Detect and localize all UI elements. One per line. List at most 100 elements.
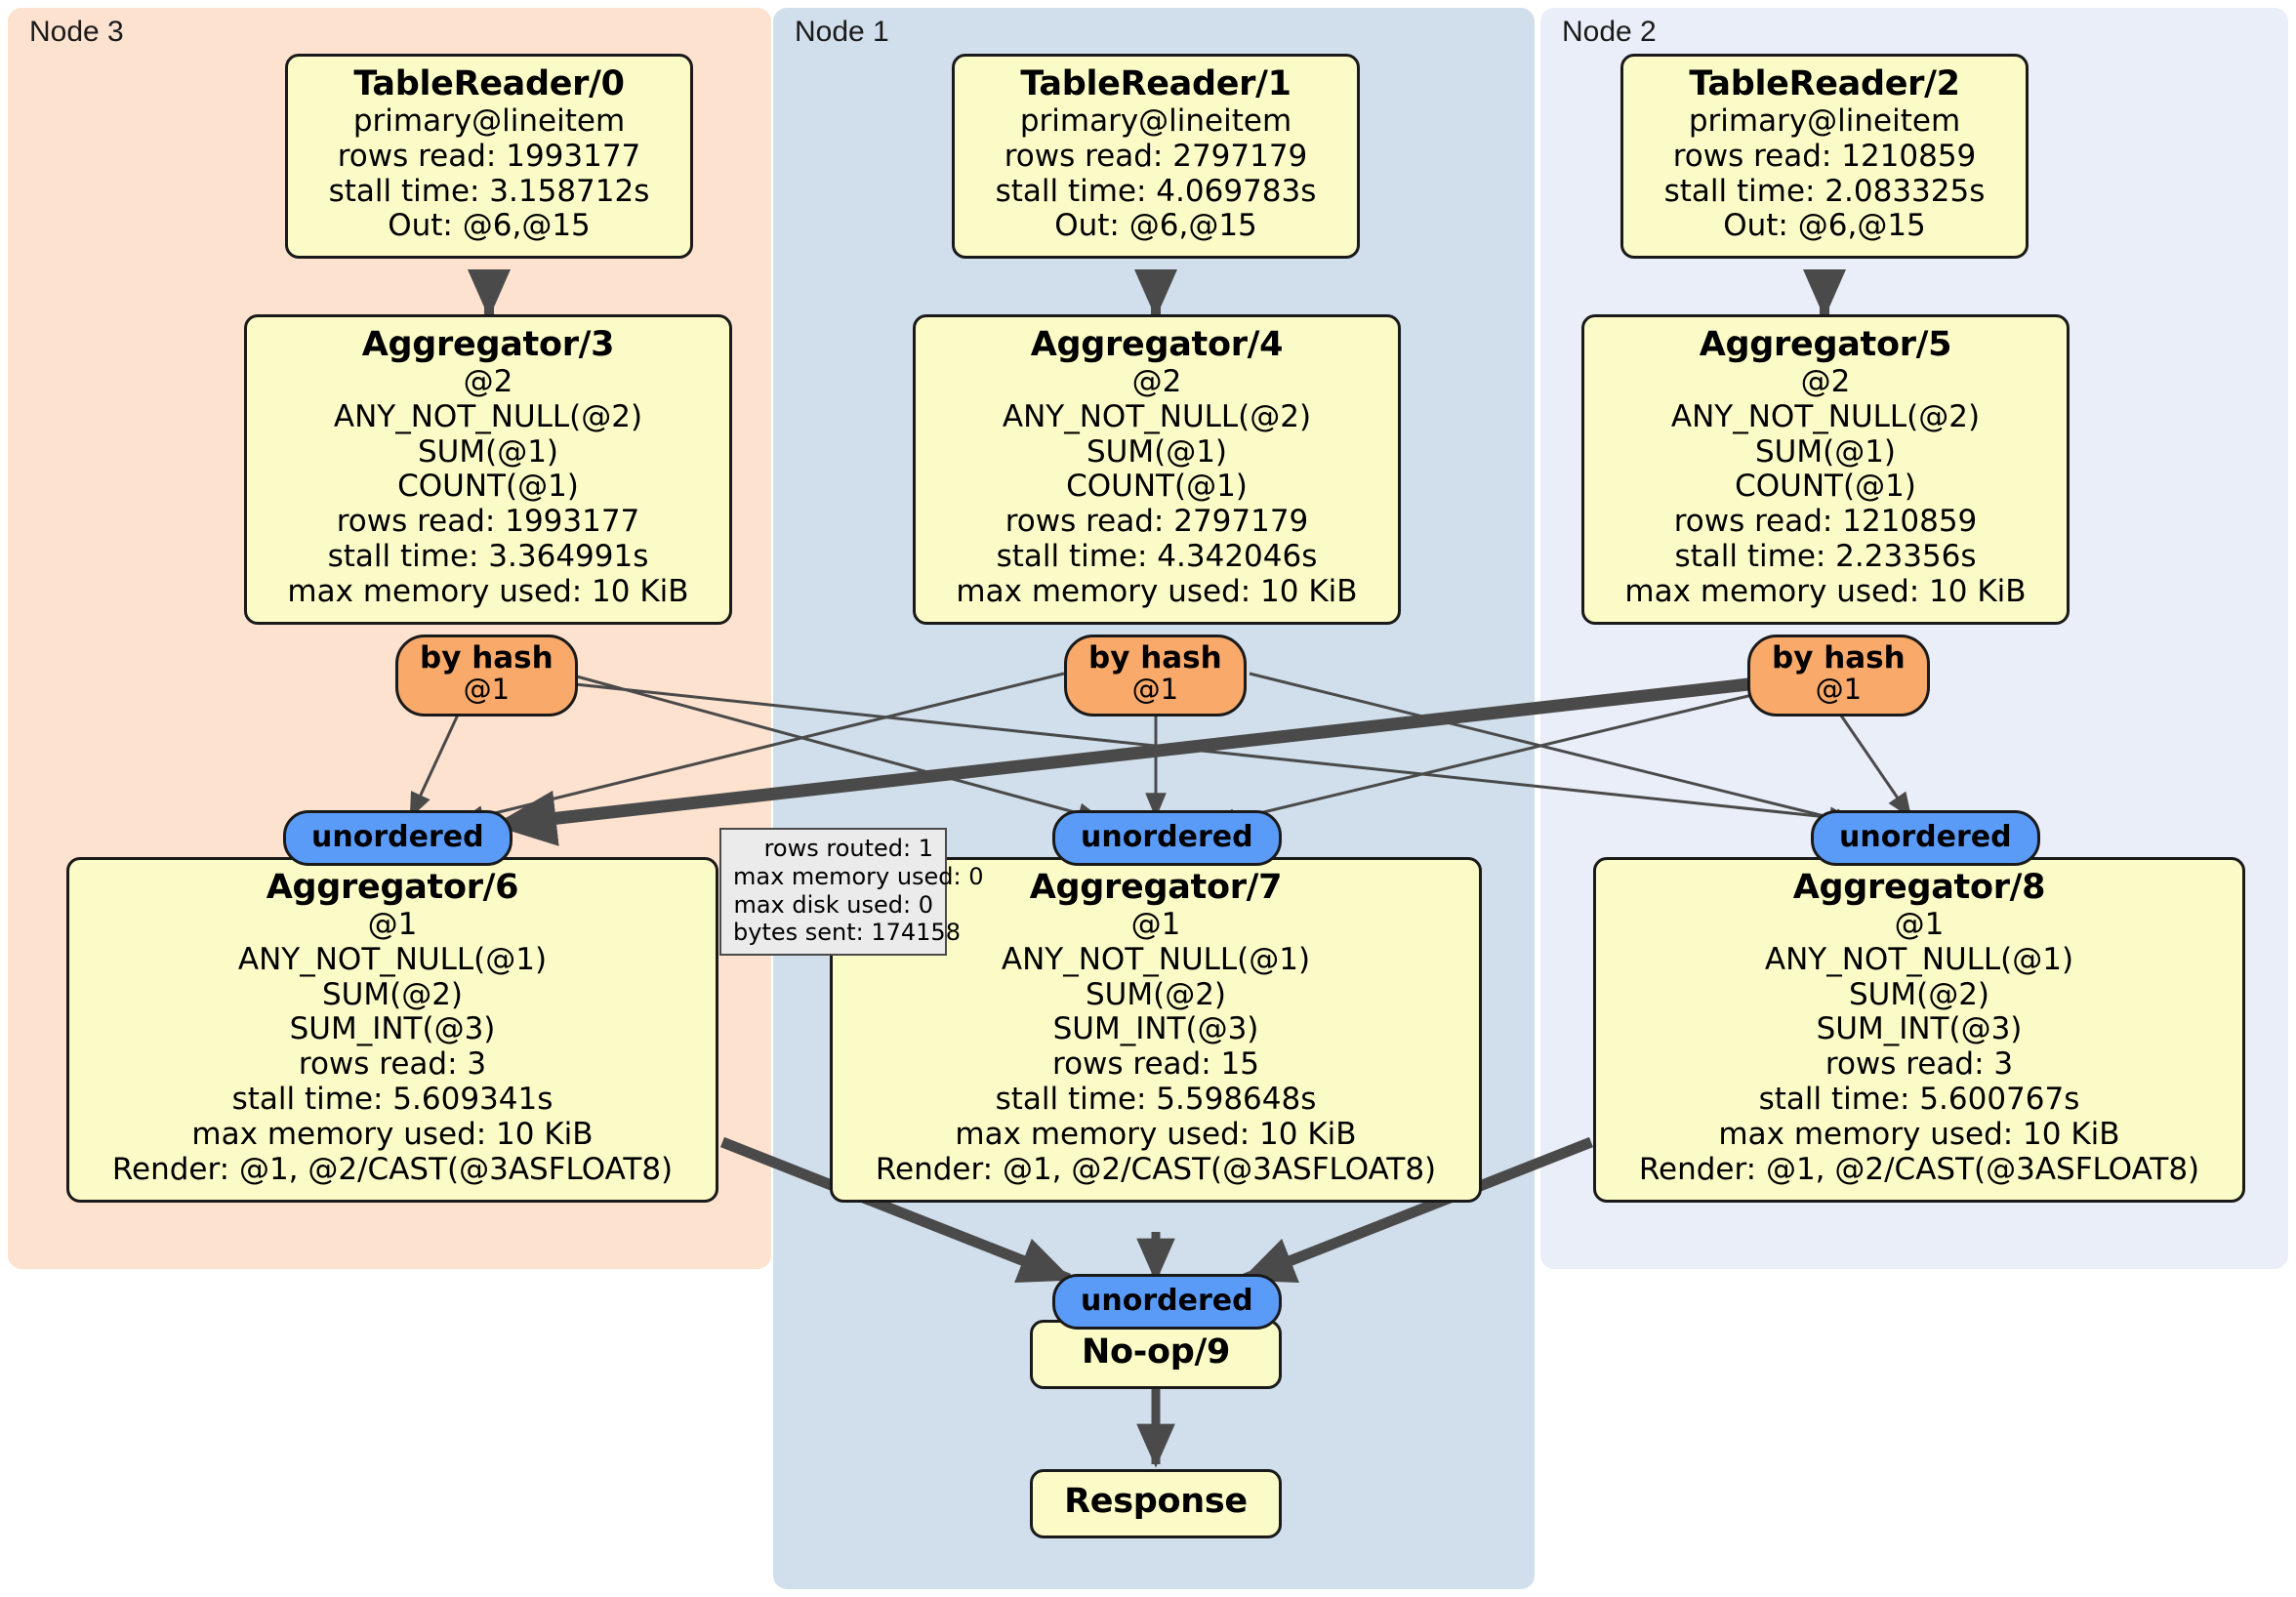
operator-group-col: @2 <box>463 363 513 399</box>
operator-stall-time: stall time: 4.342046s <box>996 539 1318 575</box>
operator-func-3: COUNT(@1) <box>1066 469 1248 505</box>
operator-title: No-op/9 <box>1082 1332 1230 1372</box>
operator-stall-time: stall time: 3.364991s <box>327 539 649 575</box>
operator-stall-time: stall time: 5.609341s <box>231 1082 554 1118</box>
operator-title: TableReader/0 <box>353 64 625 103</box>
hash-router-title: by hash <box>1088 640 1222 676</box>
operator-func-2: SUM(@1) <box>1754 433 1897 470</box>
stream-stats-tooltip: rows routed: 1 max memory used: 0 max di… <box>719 828 984 957</box>
operator-stall-time: stall time: 4.069783s <box>995 173 1317 209</box>
operator-render: Render: @1, @2/CAST(@3ASFLOAT8) <box>111 1152 674 1188</box>
operator-func-2: SUM(@2) <box>1848 976 1990 1012</box>
operator-max-memory: max memory used: 10 KiB <box>956 574 1358 610</box>
operator-rows-read: rows read: 2797179 <box>1004 138 1308 174</box>
operator-group-col: @2 <box>1131 363 1182 399</box>
hash-router-column: @1 <box>1131 673 1179 707</box>
stats-bytes-sent: bytes sent: 174158 <box>733 919 961 947</box>
operator-func-3: SUM_INT(@3) <box>1816 1011 2023 1047</box>
operator-func-1: ANY_NOT_NULL(@2) <box>1670 398 1981 434</box>
operator-stall-time: stall time: 5.600767s <box>1758 1082 2080 1118</box>
unordered-pill-node2[interactable]: unordered <box>1811 810 2040 866</box>
operator-func-1: ANY_NOT_NULL(@1) <box>1001 941 1311 977</box>
operator-aggregator-8[interactable]: Aggregator/8 @1 ANY_NOT_NULL(@1) SUM(@2)… <box>1593 857 2245 1204</box>
operator-title: Aggregator/8 <box>1792 868 2046 907</box>
operator-title: Aggregator/6 <box>266 868 519 907</box>
hash-router-node3[interactable]: by hash @1 <box>395 635 578 717</box>
operator-title: Aggregator/3 <box>361 325 615 364</box>
operator-stall-time: stall time: 2.083325s <box>1663 173 1986 209</box>
operator-tablereader-0[interactable]: TableReader/0 primary@lineitem rows read… <box>285 54 693 260</box>
operator-render: Render: @1, @2/CAST(@3ASFLOAT8) <box>1638 1152 2200 1188</box>
operator-max-memory: max memory used: 10 KiB <box>1624 574 2027 610</box>
operator-stall-time: stall time: 2.23356s <box>1674 539 1977 575</box>
operator-title: Aggregator/4 <box>1030 325 1284 364</box>
operator-group-col: @1 <box>367 906 418 942</box>
operator-func-1: ANY_NOT_NULL(@2) <box>1002 398 1312 434</box>
operator-rows-read: rows read: 3 <box>1824 1046 2014 1083</box>
operator-max-memory: max memory used: 10 KiB <box>955 1117 1357 1153</box>
hash-router-column: @1 <box>1815 673 1863 707</box>
operator-func-3: SUM_INT(@3) <box>1052 1011 1259 1047</box>
operator-rows-read: rows read: 1993177 <box>337 138 641 174</box>
unordered-pill-node3[interactable]: unordered <box>283 810 512 866</box>
operator-func-3: SUM_INT(@3) <box>289 1011 496 1047</box>
operator-func-3: COUNT(@1) <box>1735 469 1916 505</box>
operator-func-2: SUM(@1) <box>1086 433 1228 470</box>
operator-group-col: @2 <box>1800 363 1851 399</box>
stats-max-memory-used: max memory used: 0 <box>733 862 984 890</box>
operator-title: TableReader/2 <box>1689 64 1960 103</box>
operator-rows-read: rows read: 2797179 <box>1004 504 1309 540</box>
operator-title: Response <box>1064 1482 1248 1521</box>
unordered-pill-final[interactable]: unordered <box>1052 1274 1282 1330</box>
stats-rows-routed: rows routed: 1 <box>763 835 933 862</box>
operator-group-col: @1 <box>1130 906 1181 942</box>
unordered-pill-node1[interactable]: unordered <box>1052 810 1282 866</box>
operator-aggregator-6[interactable]: Aggregator/6 @1 ANY_NOT_NULL(@1) SUM(@2)… <box>66 857 718 1204</box>
hash-router-title: by hash <box>420 640 554 676</box>
operator-render: Render: @1, @2/CAST(@3ASFLOAT8) <box>875 1152 1437 1188</box>
hash-router-title: by hash <box>1772 640 1906 676</box>
operator-out: Out: @6,@15 <box>1723 208 1926 244</box>
stats-max-disk-used: max disk used: 0 <box>733 890 933 919</box>
operator-func-3: COUNT(@1) <box>397 469 579 505</box>
operator-aggregator-5[interactable]: Aggregator/5 @2 ANY_NOT_NULL(@2) SUM(@1)… <box>1581 314 2070 626</box>
operator-tablereader-2[interactable]: TableReader/2 primary@lineitem rows read… <box>1620 54 2029 260</box>
hash-router-node2[interactable]: by hash @1 <box>1747 635 1930 717</box>
operator-func-1: ANY_NOT_NULL(@1) <box>1764 941 2074 977</box>
node-panel-label-node2: Node 2 <box>1562 16 1657 48</box>
operator-rows-read: rows read: 1210859 <box>1672 138 1977 174</box>
operator-stall-time: stall time: 3.158712s <box>328 173 650 209</box>
operator-source: primary@lineitem <box>1019 102 1292 139</box>
operator-func-2: SUM(@1) <box>417 433 559 470</box>
operator-tablereader-1[interactable]: TableReader/1 primary@lineitem rows read… <box>952 54 1360 260</box>
operator-max-memory: max memory used: 10 KiB <box>287 574 689 610</box>
operator-rows-read: rows read: 15 <box>1052 1046 1259 1083</box>
operator-stall-time: stall time: 5.598648s <box>995 1082 1317 1118</box>
node-panel-label-node1: Node 1 <box>795 16 889 48</box>
operator-rows-read: rows read: 1993177 <box>336 504 640 540</box>
operator-group-col: @1 <box>1894 906 1945 942</box>
operator-aggregator-4[interactable]: Aggregator/4 @2 ANY_NOT_NULL(@2) SUM(@1)… <box>913 314 1401 626</box>
operator-max-memory: max memory used: 10 KiB <box>191 1117 594 1153</box>
node-panel-label-node3: Node 3 <box>29 16 124 48</box>
operator-response[interactable]: Response <box>1030 1469 1282 1538</box>
hash-router-node1[interactable]: by hash @1 <box>1064 635 1247 717</box>
operator-aggregator-7[interactable]: Aggregator/7 @1 ANY_NOT_NULL(@1) SUM(@2)… <box>830 857 1482 1204</box>
operator-aggregator-3[interactable]: Aggregator/3 @2 ANY_NOT_NULL(@2) SUM(@1)… <box>244 314 732 626</box>
operator-noop-9[interactable]: No-op/9 <box>1030 1320 1282 1389</box>
operator-title: TableReader/1 <box>1020 64 1292 103</box>
operator-func-2: SUM(@2) <box>1085 976 1227 1012</box>
operator-rows-read: rows read: 1210859 <box>1673 504 1978 540</box>
operator-rows-read: rows read: 3 <box>298 1046 487 1083</box>
operator-out: Out: @6,@15 <box>1054 208 1257 244</box>
operator-max-memory: max memory used: 10 KiB <box>1718 1117 2120 1153</box>
hash-router-column: @1 <box>463 673 511 707</box>
operator-out: Out: @6,@15 <box>388 208 591 244</box>
operator-source: primary@lineitem <box>352 102 626 139</box>
operator-title: Aggregator/7 <box>1029 868 1283 907</box>
operator-title: Aggregator/5 <box>1699 325 1952 364</box>
operator-source: primary@lineitem <box>1688 102 1961 139</box>
operator-func-2: SUM(@2) <box>321 976 464 1012</box>
operator-func-1: ANY_NOT_NULL(@1) <box>237 941 548 977</box>
